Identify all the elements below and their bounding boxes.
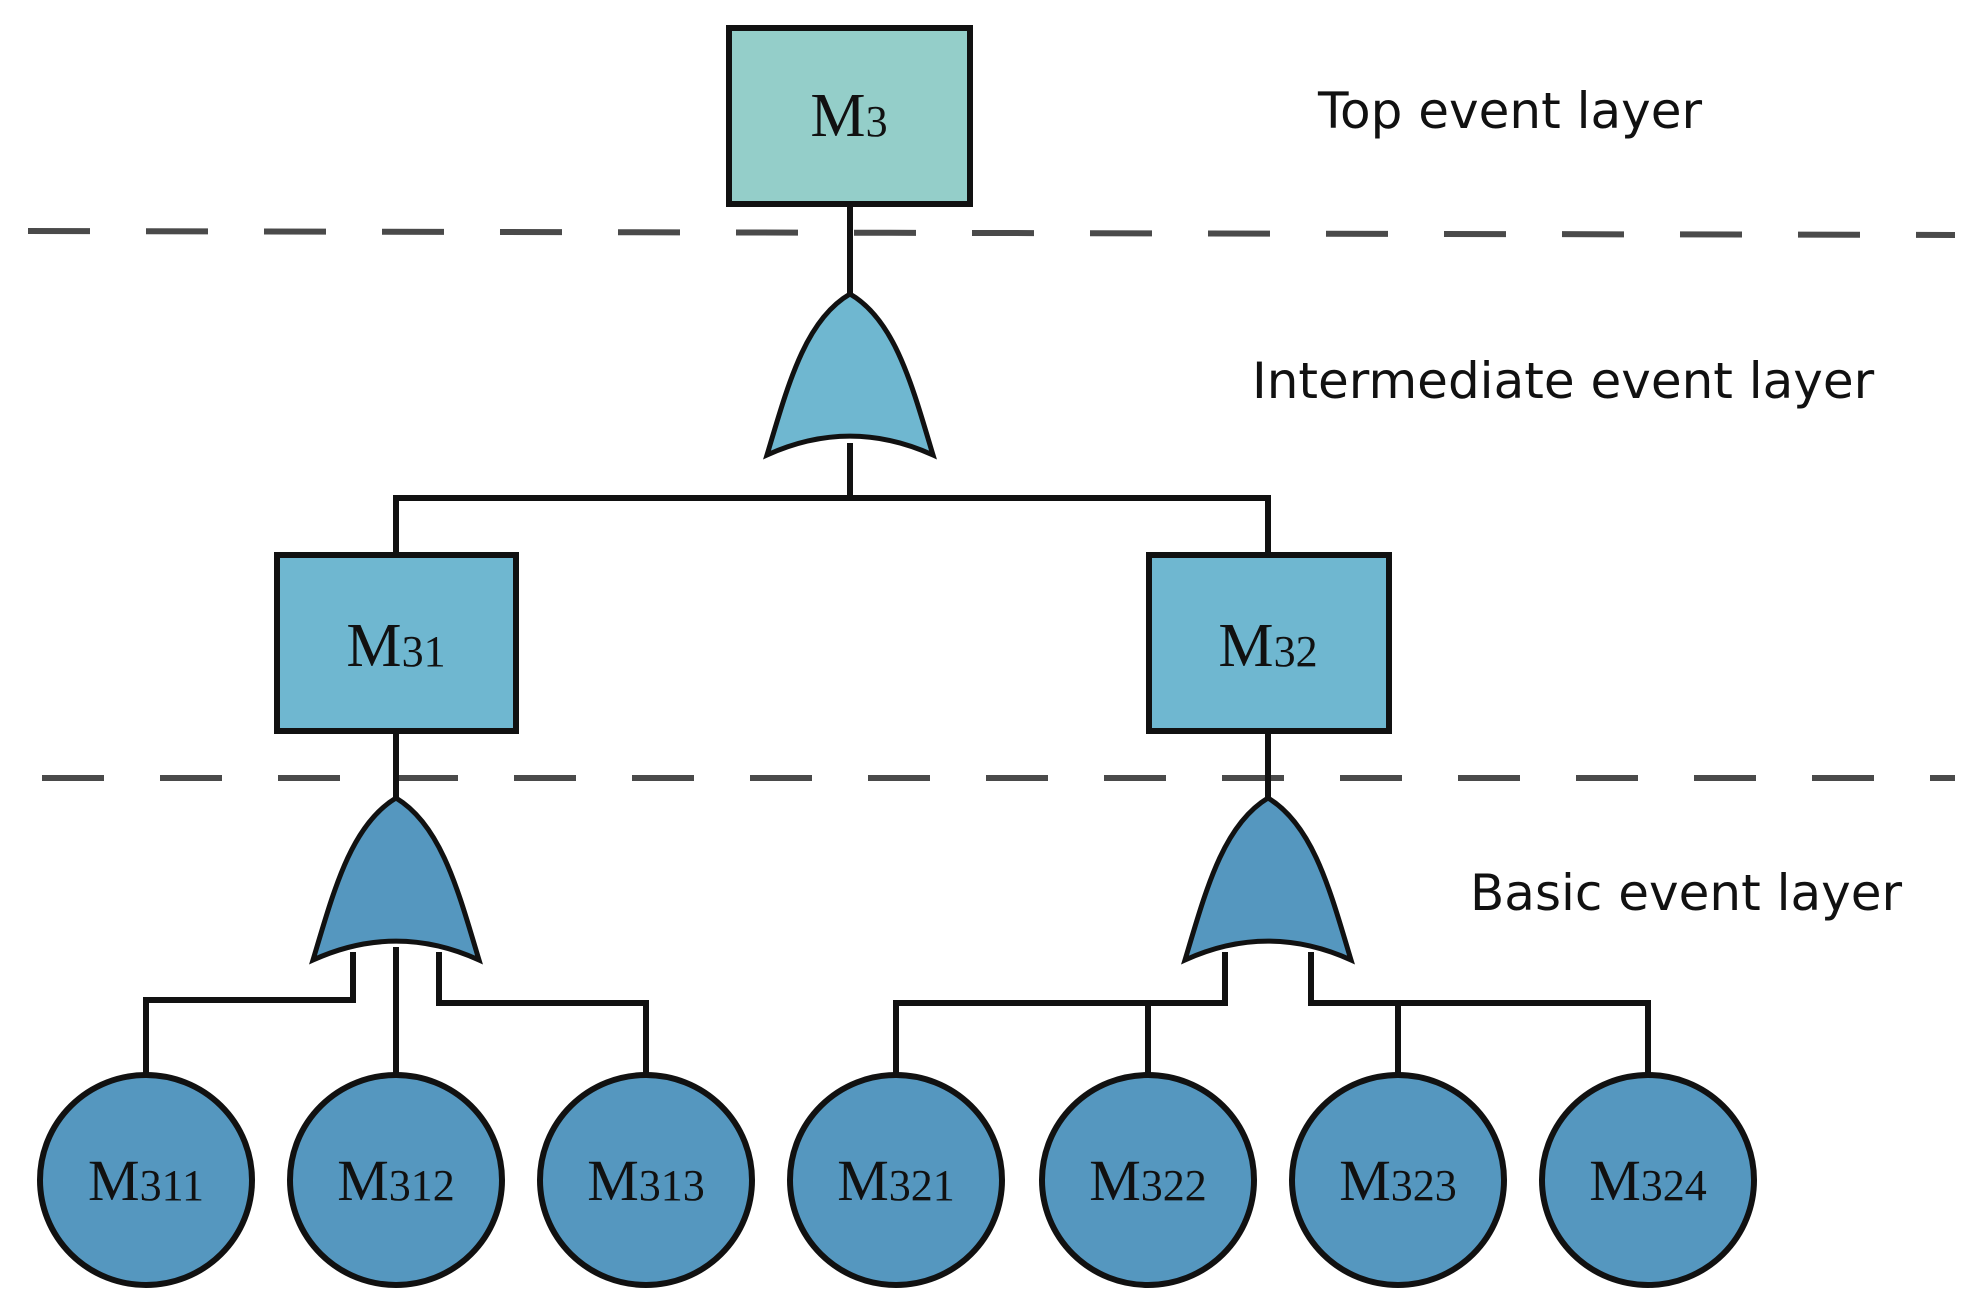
intermediate-event-box-m31: M31 [274,552,519,734]
connector-lines [143,202,1651,1078]
svg-text:M323: M323 [1339,1148,1457,1213]
right-or-gate [1181,795,1355,965]
svg-text:M324: M324 [1589,1148,1707,1213]
top-or-gate [763,291,937,460]
basic-event-m311: M311 [37,1072,255,1288]
basic-layer-label: Basic event layer [1470,864,1902,922]
basic-event-m322: M322 [1039,1072,1257,1288]
basic-event-m323: M323 [1289,1072,1507,1288]
top-event-box: M3 [726,25,973,207]
intermediate-layer-label: Intermediate event layer [1252,352,1875,410]
svg-text:M3: M3 [810,82,887,150]
basic-event-m312: M312 [287,1072,505,1288]
left-or-gate [309,795,483,965]
intermediate-event-box-m32: M32 [1146,552,1392,734]
basic-event-m321: M321 [787,1072,1005,1288]
top-layer-label: Top event layer [1317,82,1702,140]
svg-text:M321: M321 [837,1148,955,1213]
basic-event-m313: M313 [537,1072,755,1288]
svg-text:M313: M313 [587,1148,705,1213]
svg-text:M312: M312 [337,1148,455,1213]
svg-text:M311: M311 [88,1148,204,1213]
svg-text:M322: M322 [1089,1148,1207,1213]
svg-text:M32: M32 [1218,612,1317,680]
basic-event-m324: M324 [1539,1072,1757,1288]
top-layer-divider [27,228,1956,238]
svg-text:M31: M31 [346,612,445,680]
